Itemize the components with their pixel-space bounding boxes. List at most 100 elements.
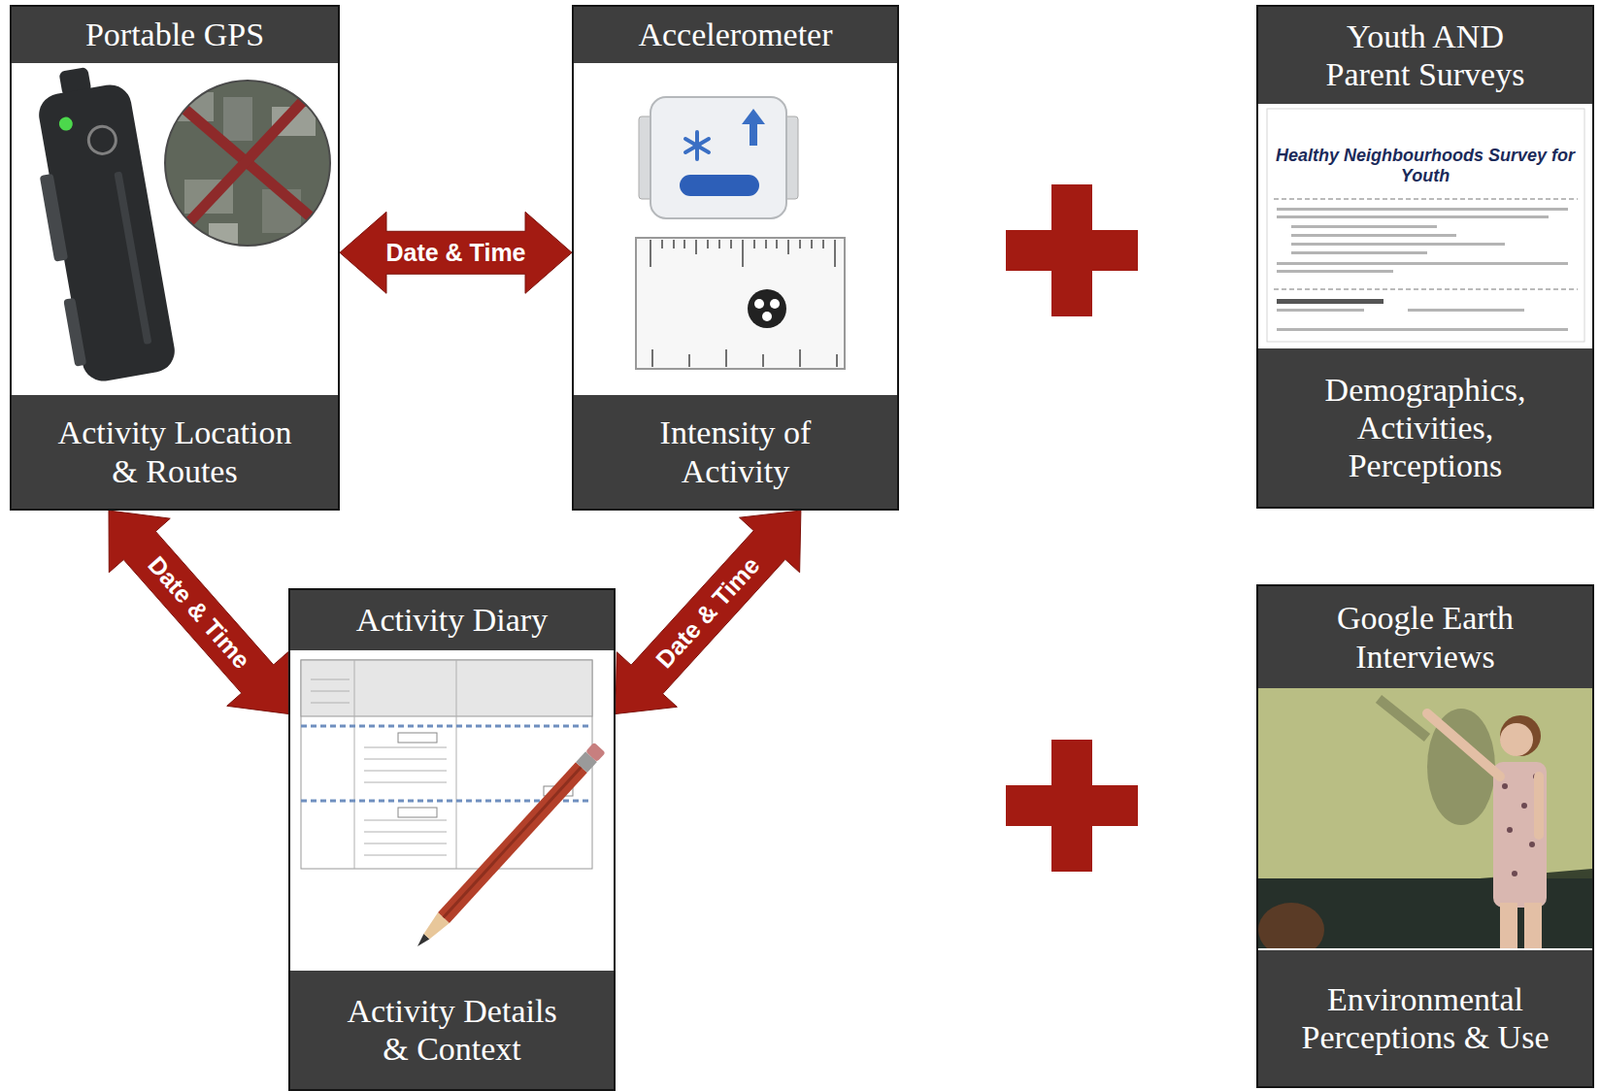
title-bar: Portable GPS (11, 6, 338, 64)
box-title: Activity Diary (356, 600, 548, 639)
survey-box: Youth AND Parent SurveysDemographics, Ac… (1256, 4, 1595, 509)
diary-photo-part (310, 660, 457, 869)
ruler-part-part (822, 239, 825, 249)
diary-photo-part (300, 660, 593, 717)
survey-photo-part-part (1276, 308, 1365, 312)
trackstick-device-part (63, 298, 87, 367)
plus-sign (1005, 184, 1138, 317)
picture-slot (573, 63, 898, 396)
survey-photo-part-part (1276, 207, 1568, 211)
device-box: AccelerometerIntensity of Activity (571, 4, 900, 511)
interview-photo-part (1378, 699, 1428, 738)
plus-sign-part (1051, 739, 1093, 872)
asterisk-mark (685, 132, 709, 160)
ruler (635, 237, 845, 369)
picture-slot (290, 650, 614, 971)
survey-photo-part-part (1276, 328, 1568, 332)
device-badge (679, 174, 760, 197)
diary-photo-part-part (310, 702, 350, 704)
diary-photo-part-part (310, 691, 350, 693)
map-inset-part (223, 97, 253, 141)
diary-box: Activity DiaryActivity Details & Context (288, 588, 616, 1091)
diary-photo-part-part (364, 832, 447, 834)
diary-photo-part-part (364, 782, 447, 784)
title-bar: Youth AND Parent Surveys (1258, 6, 1593, 104)
box-title: Portable GPS (85, 15, 265, 54)
trackstick-device-part (39, 173, 68, 263)
title-bar: Accelerometer (573, 6, 898, 64)
pencil-part (437, 762, 588, 924)
interview-photo-part (1500, 723, 1534, 757)
up-arrow-mark (741, 108, 766, 146)
interview-photo-part (1500, 715, 1541, 757)
ruler-part-part (741, 239, 744, 267)
plus-sign (1005, 739, 1138, 872)
diary-photo-part-part (456, 660, 458, 869)
survey-photo-part-part (1291, 242, 1505, 246)
ruler-part-part (725, 349, 728, 367)
diary-photo-part (398, 733, 437, 743)
title-bar: Activity Diary (290, 590, 614, 651)
diary-photo (290, 648, 614, 969)
ruler-part (762, 311, 772, 322)
box-caption: Demographics, Activities, Perceptions (1297, 370, 1554, 485)
survey-photo-part (1273, 199, 1578, 200)
caption-bar: Environmental Perceptions & Use (1258, 950, 1593, 1087)
ruler-part-part (651, 349, 654, 367)
ruler-part-part (799, 349, 801, 367)
arrow-label: Date & Time (385, 240, 526, 266)
ruler-part-part (775, 239, 778, 249)
box-caption: Intensity of Activity (612, 413, 859, 490)
box-title: Youth AND Parent Surveys (1306, 17, 1544, 94)
ruler-part-part (688, 354, 691, 367)
caption-bar: Activity Details & Context (290, 970, 614, 1090)
gps-photo-part (11, 61, 338, 394)
interview-photo-part (1427, 713, 1500, 777)
ruler-part-part (765, 239, 767, 249)
ruler-part-part (695, 239, 698, 255)
gps-photo (11, 60, 350, 394)
diary-photo-part-part (364, 843, 447, 845)
up-arrow-mark-part (749, 122, 758, 146)
ruler-part (754, 299, 765, 309)
interview-photo-part (1501, 773, 1539, 877)
survey-photo-part (1266, 108, 1585, 342)
caption-bar: Intensity of Activity (573, 395, 898, 509)
plus-sign-part (1051, 184, 1093, 317)
survey-photo-part (1273, 289, 1578, 291)
diary-photo-part (290, 648, 614, 969)
asterisk-mark-part (685, 138, 709, 153)
ruler-part-part (835, 354, 838, 367)
ruler-part (769, 299, 780, 309)
ruler-part-part (661, 239, 664, 249)
interview-photo-part-part (1506, 827, 1513, 834)
survey-heading: Healthy Neighbourhoods Survey for Youth (1264, 145, 1587, 186)
trackstick-device-part (35, 81, 179, 385)
sync-arrow (615, 510, 801, 715)
caption-bar: Activity Location & Routes (11, 395, 338, 509)
ruler-part-part (787, 239, 790, 255)
ruler-part (650, 239, 837, 367)
map-inset-part (169, 82, 321, 243)
ruler-part-part (762, 354, 765, 367)
map-inset (155, 67, 350, 263)
ruler-part-part (672, 239, 675, 249)
picture-slot (1258, 103, 1593, 349)
ruler-part (747, 289, 787, 329)
interview-photo-part (1493, 762, 1547, 908)
ruler-part-part (649, 239, 652, 267)
survey-photo-part (1276, 299, 1384, 304)
caption-bar: Demographics, Activities, Perceptions (1258, 348, 1593, 507)
diary-photo-part-part (364, 770, 447, 772)
box-title: Accelerometer (637, 15, 833, 54)
trackstick-device-part (86, 124, 118, 156)
survey-photo-part (1276, 207, 1568, 332)
survey-photo-part-part (1291, 251, 1428, 255)
accelerometer-photo-part (573, 61, 898, 394)
survey-photo (1258, 101, 1593, 347)
picture-slot (1258, 688, 1593, 951)
diary-photo-part-part (364, 855, 447, 857)
diary-photo-part (300, 660, 593, 869)
